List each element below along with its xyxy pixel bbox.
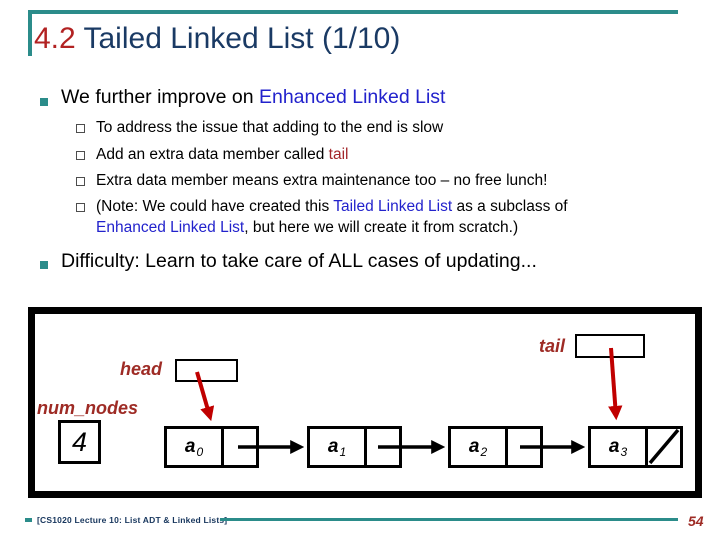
subbullet-maintenance: Extra data member means extra maintenanc… [96, 172, 548, 189]
head-pointer-box [175, 359, 238, 382]
node-label-subscript: 1 [339, 445, 347, 459]
page-title: 4.2 Tailed Linked List (1/10) [34, 23, 400, 55]
subbullet-add-member: Add an extra data member called tail [96, 146, 348, 164]
subbullet-add-member-text: Add an extra data member called [96, 146, 329, 163]
footer-rule [220, 518, 678, 521]
subbullet-address: To address the issue that adding to the … [96, 119, 444, 136]
note-link-enhanced: Enhanced Linked List [96, 219, 245, 236]
node-label-subscript: 3 [620, 445, 628, 459]
num-nodes-label: num_nodes [37, 398, 139, 418]
node-pointer-cell [648, 429, 680, 465]
bullet-difficulty: Difficulty: Learn to take care of ALL ca… [61, 250, 537, 272]
note-text: , but here we will create it from scratc… [244, 219, 519, 236]
node-label: a [608, 436, 620, 457]
title-top-rule [30, 10, 678, 14]
node-pointer-cell [224, 429, 256, 465]
note-text: as a subclass of [452, 198, 568, 215]
subbullet-square-icon [76, 177, 85, 186]
node-label: a [468, 436, 480, 457]
node-pointer-cell [367, 429, 399, 465]
footer-source: [CS1020 Lecture 10: List ADT & Linked Li… [37, 515, 228, 525]
tail-pointer-box [575, 334, 645, 358]
subbullet-note-line2: Enhanced Linked List, but here we will c… [96, 219, 518, 237]
note-text: (Note: We could have created this [96, 198, 334, 215]
footer-bullet-icon [25, 518, 32, 522]
node-label: a [184, 436, 196, 457]
node-label-subscript: 2 [480, 445, 488, 459]
num-nodes-value: 4 [71, 426, 88, 457]
node-label-subscript: 0 [196, 445, 204, 459]
title-section-number: 4.2 [34, 22, 84, 55]
page-number: 54 [688, 513, 704, 529]
title-left-rule [28, 10, 32, 56]
num-nodes-box: 4 [58, 420, 101, 464]
bullet-square-icon [40, 98, 48, 106]
bullet-improve-link: Enhanced Linked List [258, 86, 446, 108]
tail-label: tail [539, 336, 566, 356]
subbullet-square-icon [76, 203, 85, 212]
subbullet-tail-highlight: tail [328, 146, 349, 163]
note-link-tailed: Tailed Linked List [333, 198, 453, 215]
subbullet-square-icon [76, 124, 85, 133]
bullet-square-icon [40, 261, 48, 269]
bullet-improve-text: We further improve on [61, 86, 259, 108]
head-label: head [120, 359, 163, 379]
node-pointer-cell [508, 429, 540, 465]
subbullet-square-icon [76, 151, 85, 160]
subbullet-note-line1: (Note: We could have created this Tailed… [96, 198, 568, 216]
node-label: a [327, 436, 339, 457]
bullet-improve: We further improve on Enhanced Linked Li… [61, 86, 445, 109]
title-text: Tailed Linked List (1/10) [83, 22, 401, 55]
